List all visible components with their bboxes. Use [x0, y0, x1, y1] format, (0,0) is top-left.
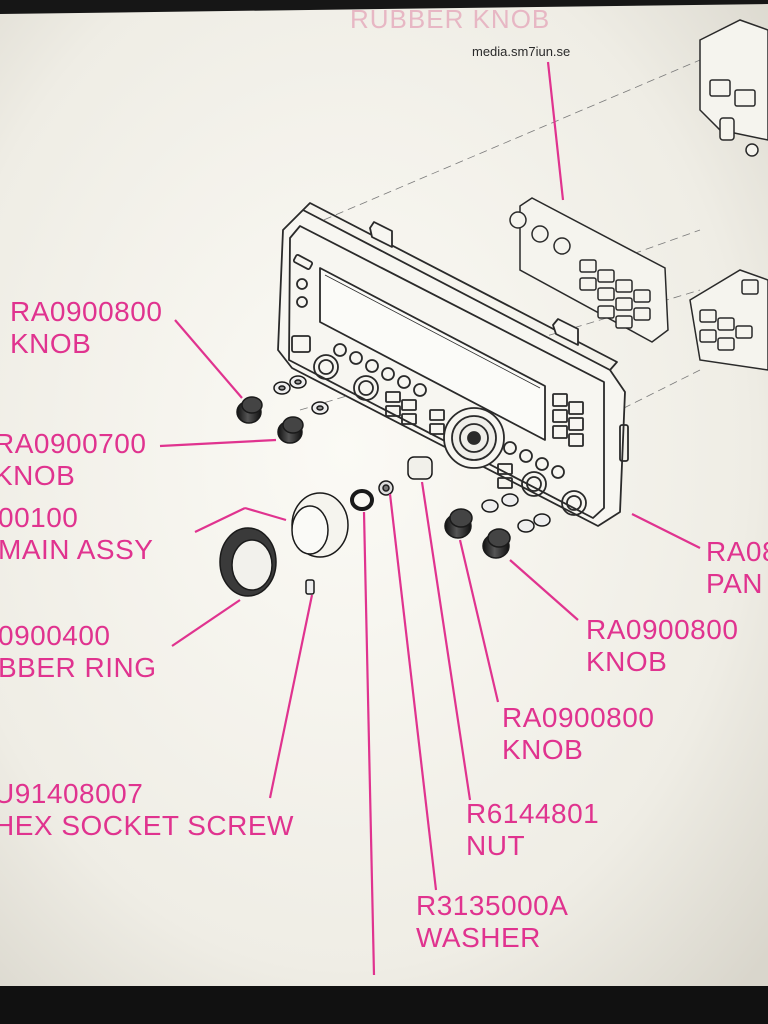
front-panel-drawing	[277, 202, 629, 527]
part-label: RA0900800 KNOB	[502, 702, 654, 766]
watermark-text: media.sm7iun.se	[472, 44, 571, 59]
faded-heading: RUBBER KNOB	[350, 4, 551, 34]
part-name: BBER RING	[0, 652, 157, 683]
screen-surface	[0, 4, 768, 994]
part-number: 0900400	[0, 620, 111, 651]
part-number: R3135000A	[416, 890, 569, 921]
part-label: R3135000A WASHER	[416, 890, 568, 954]
part-number: RA0900800	[10, 296, 163, 327]
part-label: U91408007 HEX SOCKET SCREW	[0, 778, 294, 842]
part-number: RA0900800	[586, 614, 739, 645]
part-number: R6144801	[466, 798, 600, 829]
part-name: WASHER	[416, 922, 541, 953]
part-name: HEX SOCKET SCREW	[0, 810, 294, 841]
part-label: RA0900700 KNOB	[0, 428, 146, 492]
part-label: RA0900800 KNOB	[10, 296, 162, 360]
exploded-knob-parts	[219, 375, 551, 597]
part-number: RA0900800	[502, 702, 655, 733]
rubber-key-strip	[509, 197, 669, 343]
part-number: RA08	[706, 536, 768, 567]
leader-lines	[159, 61, 701, 976]
part-label: RA0900800 KNOB	[586, 614, 738, 678]
adjacent-parts-drawing	[689, 19, 768, 371]
part-name: PAN	[706, 568, 763, 599]
part-name: KNOB	[0, 460, 76, 491]
part-label: RA08 PAN	[706, 536, 768, 600]
part-number: 00100	[0, 502, 79, 533]
part-number: U91408007	[0, 778, 144, 809]
part-label: R6144801 NUT	[466, 798, 599, 862]
part-label: 00100 MAIN ASSY	[0, 502, 153, 566]
part-name: KNOB	[586, 646, 668, 677]
part-label: 0900400 BBER RING	[0, 620, 157, 684]
part-name: KNOB	[502, 734, 584, 765]
part-name: KNOB	[10, 328, 92, 359]
part-name: NUT	[466, 830, 526, 861]
part-number: RA0900700	[0, 428, 147, 459]
part-name: MAIN ASSY	[0, 534, 154, 565]
